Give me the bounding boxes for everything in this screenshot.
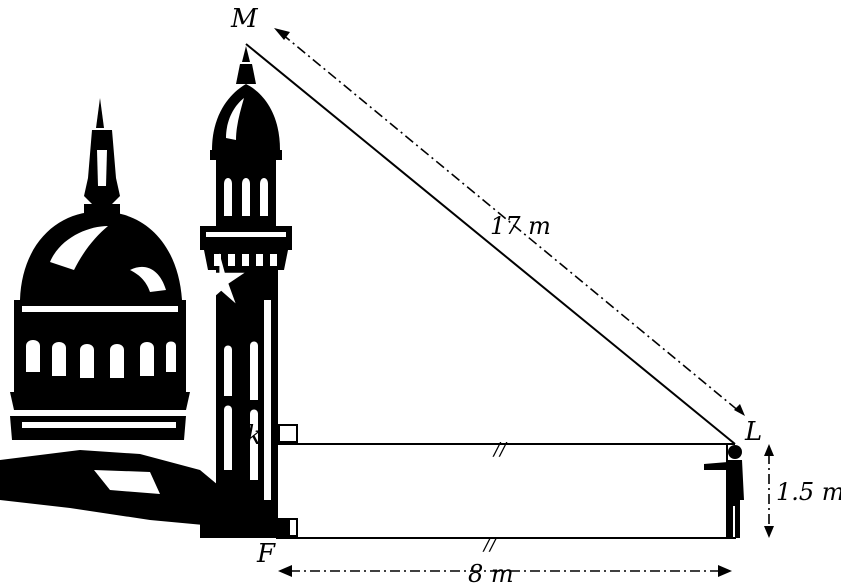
arrowhead-height-top (764, 444, 774, 456)
arrowhead-hyp-bottom (734, 404, 745, 416)
observer-height-label: 1.5 m (776, 478, 841, 506)
line-ML (245, 43, 736, 445)
arrowhead-base-left (278, 565, 292, 577)
observer-person-icon (704, 445, 744, 538)
arrowhead-hyp-top (274, 28, 290, 40)
dimension-line-hypotenuse (281, 33, 741, 413)
point-label-F: F (256, 539, 276, 569)
equal-mark-bottom: // (482, 534, 498, 555)
arrowhead-height-bottom (764, 526, 774, 538)
minaret-illustration (199, 46, 292, 538)
arrowhead-base-right (718, 565, 732, 577)
point-label-L: L (744, 417, 762, 447)
base-length-label: 8 m (468, 560, 514, 584)
right-angle-mark-f (278, 518, 298, 537)
triangle-construction: // // (245, 28, 774, 577)
equal-mark-top: // (492, 439, 508, 460)
hypotenuse-length-label: 17 m (490, 212, 551, 240)
right-angle-mark-k (278, 424, 298, 443)
point-label-M: M (230, 4, 259, 34)
mosque-dome-illustration (0, 98, 236, 528)
point-label-k: k (246, 421, 262, 451)
